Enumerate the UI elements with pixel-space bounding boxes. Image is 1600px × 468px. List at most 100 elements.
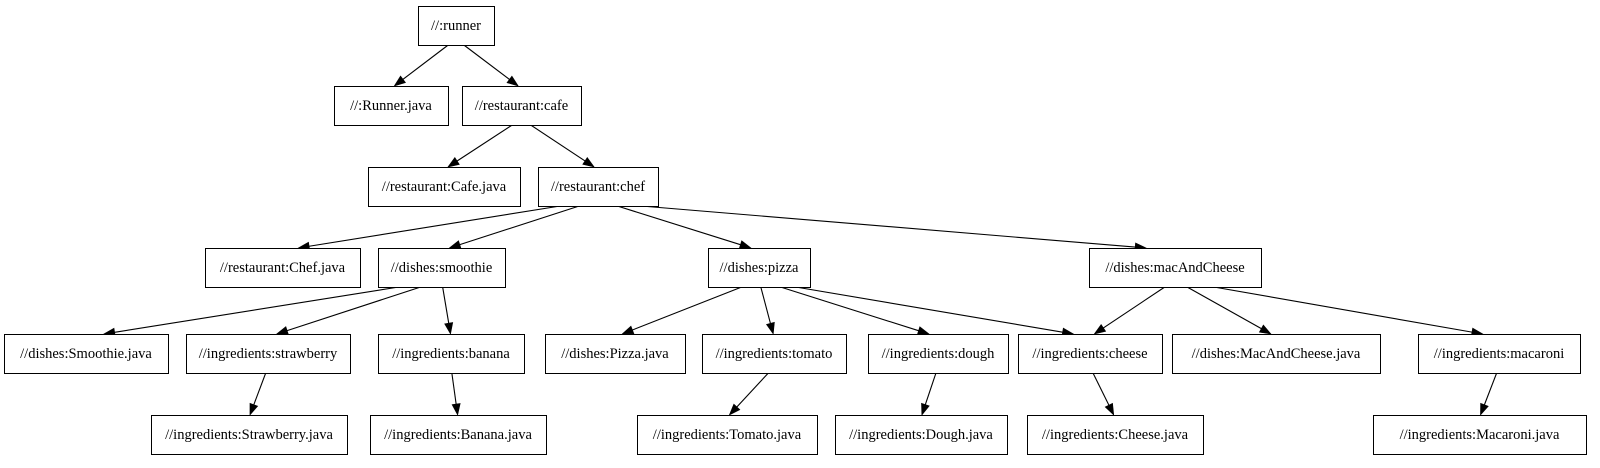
node-label: //ingredients:strawberry bbox=[199, 346, 338, 362]
edge-arrowhead bbox=[1480, 402, 1489, 416]
edge-line bbox=[530, 124, 586, 162]
node-box bbox=[1027, 415, 1204, 455]
graph-node-dishes_macjava[interactable]: //dishes:MacAndCheese.java bbox=[1172, 334, 1381, 374]
node-box bbox=[368, 167, 521, 207]
edge-arrowhead bbox=[1258, 324, 1272, 335]
node-box bbox=[4, 334, 169, 374]
edge-line bbox=[309, 205, 561, 247]
node-label: //ingredients:macaroni bbox=[1434, 346, 1564, 362]
node-box bbox=[378, 248, 506, 288]
edge-arrowhead bbox=[506, 75, 519, 87]
node-box bbox=[1018, 334, 1163, 374]
node-box bbox=[835, 415, 1008, 455]
graph-node-dishes_pizzajava[interactable]: //dishes:Pizza.java bbox=[545, 334, 686, 374]
edge-line bbox=[459, 205, 580, 246]
edge-arrowhead bbox=[249, 402, 259, 416]
graph-node-restaurant_chefjava[interactable]: //restaurant:Chef.java bbox=[205, 248, 361, 288]
edge-arrowhead bbox=[1104, 402, 1115, 416]
node-box bbox=[1373, 415, 1587, 455]
node-box bbox=[1172, 334, 1381, 374]
node-label: //dishes:macAndCheese bbox=[1105, 260, 1244, 276]
graph-node-ing_strawberryjava[interactable]: //ingredients:Strawberry.java bbox=[151, 415, 348, 455]
graph-node-ing_dough[interactable]: //ingredients:dough bbox=[868, 334, 1009, 374]
edge-line bbox=[1092, 372, 1110, 406]
node-box bbox=[378, 334, 525, 374]
edge-line bbox=[760, 286, 771, 324]
node-label: //restaurant:Cafe.java bbox=[382, 179, 507, 195]
node-box bbox=[1418, 334, 1581, 374]
edge-line bbox=[442, 286, 450, 324]
node-label: //ingredients:Dough.java bbox=[849, 427, 993, 443]
edge-arrowhead bbox=[447, 157, 460, 168]
graph-node-ing_bananajava[interactable]: //ingredients:Banana.java bbox=[370, 415, 547, 455]
edge-line bbox=[617, 205, 741, 246]
graph-node-ing_cheese[interactable]: //ingredients:cheese bbox=[1018, 334, 1163, 374]
node-box bbox=[702, 334, 847, 374]
graph-node-dishes_pizza[interactable]: //dishes:pizza bbox=[708, 248, 811, 288]
graph-node-restaurant_cafe[interactable]: //restaurant:cafe bbox=[462, 86, 582, 126]
node-box bbox=[205, 248, 361, 288]
graph-node-ing_tomatojava[interactable]: //ingredients:Tomato.java bbox=[637, 415, 818, 455]
edge-line bbox=[632, 286, 742, 331]
edge-line bbox=[402, 44, 449, 80]
edge-line bbox=[1213, 286, 1473, 333]
edge-arrowhead bbox=[738, 240, 752, 249]
edge-arrowhead bbox=[451, 403, 461, 416]
node-box bbox=[868, 334, 1009, 374]
edge-line bbox=[456, 124, 513, 162]
node-label: //ingredients:Macaroni.java bbox=[1400, 427, 1560, 443]
edge-arrowhead bbox=[728, 403, 741, 416]
graph-node-ing_strawberry[interactable]: //ingredients:strawberry bbox=[186, 334, 351, 374]
node-box bbox=[334, 86, 449, 126]
graph-node-ing_macaroni[interactable]: //ingredients:macaroni bbox=[1418, 334, 1581, 374]
node-box bbox=[708, 248, 811, 288]
node-box bbox=[1089, 248, 1262, 288]
node-label: //ingredients:Tomato.java bbox=[653, 427, 802, 443]
graph-node-ing_cheesejava[interactable]: //ingredients:Cheese.java bbox=[1027, 415, 1204, 455]
node-label: //:Runner.java bbox=[350, 98, 432, 114]
edge-arrowhead bbox=[444, 322, 454, 335]
node-label: //ingredients:tomato bbox=[716, 346, 833, 362]
graph-node-restaurant_chef[interactable]: //restaurant:chef bbox=[538, 167, 659, 207]
node-label: //ingredients:dough bbox=[882, 346, 996, 362]
graph-node-dishes_smoothiejava[interactable]: //dishes:Smoothie.java bbox=[4, 334, 169, 374]
node-label: //ingredients:banana bbox=[392, 346, 510, 362]
node-label: //dishes:Smoothie.java bbox=[20, 346, 152, 362]
graph-node-dishes_smoothie[interactable]: //dishes:smoothie bbox=[378, 248, 506, 288]
node-box bbox=[370, 415, 547, 455]
edge-arrowhead bbox=[621, 325, 635, 335]
edge-arrowhead bbox=[448, 240, 462, 249]
graph-node-ing_tomato[interactable]: //ingredients:tomato bbox=[702, 334, 847, 374]
edge-line bbox=[451, 372, 457, 405]
node-box bbox=[545, 334, 686, 374]
node-label: //dishes:pizza bbox=[720, 260, 799, 276]
node-label: //restaurant:chef bbox=[551, 179, 645, 195]
edge-line bbox=[463, 44, 510, 80]
edge-arrowhead bbox=[582, 156, 595, 168]
node-box bbox=[186, 334, 351, 374]
edge-line bbox=[286, 286, 421, 332]
node-box bbox=[418, 6, 495, 46]
node-box bbox=[538, 167, 659, 207]
graph-node-runner[interactable]: //:runner bbox=[418, 6, 495, 46]
node-label: //ingredients:Strawberry.java bbox=[165, 427, 333, 443]
edge-line bbox=[795, 286, 1063, 333]
edge-line bbox=[1186, 286, 1262, 330]
edges-layer bbox=[102, 44, 1498, 416]
graph-node-ing_banana[interactable]: //ingredients:banana bbox=[378, 334, 525, 374]
edge-line bbox=[1103, 286, 1166, 329]
edge-line bbox=[924, 372, 937, 405]
node-label: //:runner bbox=[431, 18, 481, 34]
graph-node-ing_doughjava[interactable]: //ingredients:Dough.java bbox=[835, 415, 1008, 455]
node-label: //dishes:Pizza.java bbox=[561, 346, 669, 362]
graph-node-ing_macaronijava[interactable]: //ingredients:Macaroni.java bbox=[1373, 415, 1587, 455]
node-label: //ingredients:Cheese.java bbox=[1042, 427, 1189, 443]
node-label: //dishes:MacAndCheese.java bbox=[1192, 346, 1361, 362]
edge-line bbox=[736, 372, 769, 408]
graph-node-runner_java[interactable]: //:Runner.java bbox=[334, 86, 449, 126]
graph-node-restaurant_cafejava[interactable]: //restaurant:Cafe.java bbox=[368, 167, 521, 207]
edge-line bbox=[114, 286, 399, 333]
edge-arrowhead bbox=[275, 326, 289, 335]
graph-node-dishes_macandcheese[interactable]: //dishes:macAndCheese bbox=[1089, 248, 1262, 288]
